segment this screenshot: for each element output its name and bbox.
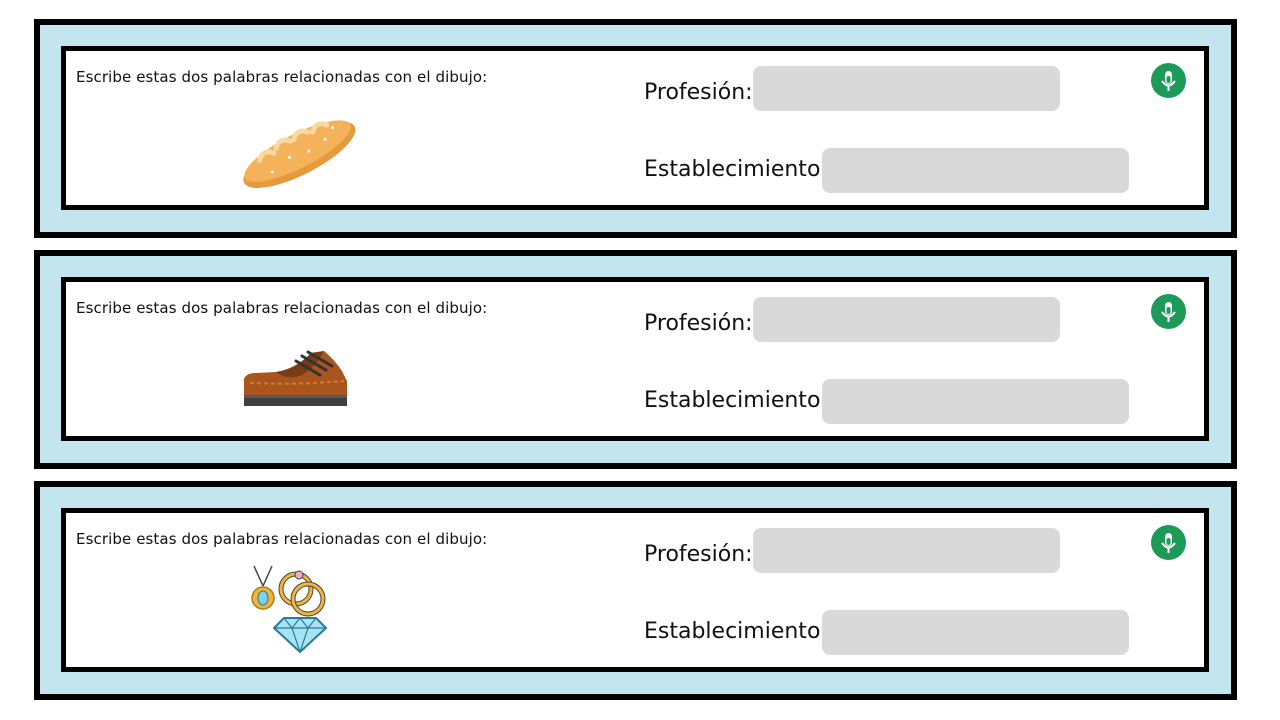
- exercise-card-inner: Escribe estas dos palabras relacionadas …: [61, 277, 1209, 441]
- shoe-icon: [236, 337, 366, 427]
- instruction-text: Escribe estas dos palabras relacionadas …: [76, 530, 488, 548]
- microphone-icon[interactable]: [1151, 294, 1186, 329]
- establishment-input[interactable]: [822, 610, 1129, 655]
- microphone-icon[interactable]: [1151, 63, 1186, 98]
- profession-label: Profesión:: [644, 542, 753, 567]
- profession-input[interactable]: [753, 66, 1060, 111]
- exercise-card-3: Escribe estas dos palabras relacionadas …: [34, 481, 1237, 700]
- bread-icon: [236, 106, 366, 196]
- instruction-text: Escribe estas dos palabras relacionadas …: [76, 299, 488, 317]
- instruction-text: Escribe estas dos palabras relacionadas …: [76, 68, 488, 86]
- profession-input[interactable]: [753, 297, 1060, 342]
- profession-label: Profesión:: [644, 311, 753, 336]
- profession-input[interactable]: [753, 528, 1060, 573]
- exercise-card-2: Escribe estas dos palabras relacionadas …: [34, 250, 1237, 469]
- exercise-card-1: Escribe estas dos palabras relacionadas …: [34, 19, 1237, 238]
- profession-label: Profesión:: [644, 80, 753, 105]
- establishment-label: Establecimiento:: [644, 157, 828, 182]
- establishment-input[interactable]: [822, 379, 1129, 424]
- exercise-card-inner: Escribe estas dos palabras relacionadas …: [61, 508, 1209, 672]
- jewelry-icon: [236, 565, 366, 658]
- exercise-card-inner: Escribe estas dos palabras relacionadas …: [61, 46, 1209, 210]
- establishment-label: Establecimiento:: [644, 619, 828, 644]
- microphone-icon[interactable]: [1151, 525, 1186, 560]
- establishment-label: Establecimiento:: [644, 388, 828, 413]
- establishment-input[interactable]: [822, 148, 1129, 193]
